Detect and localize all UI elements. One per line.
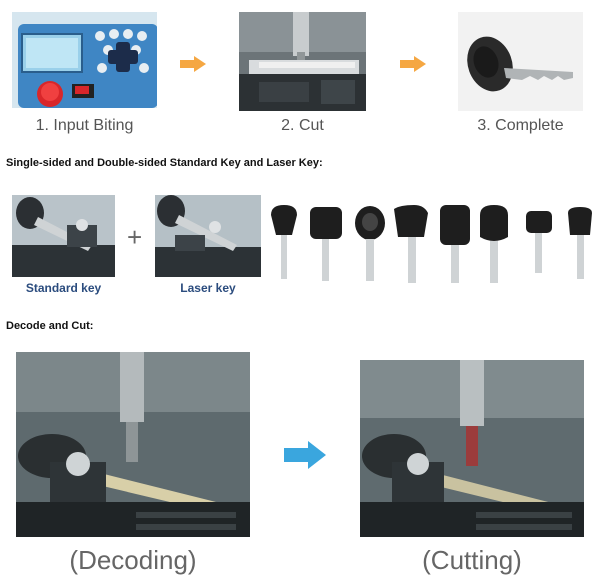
- key-icon: [355, 206, 385, 281]
- key-icon: [271, 205, 297, 279]
- key-icon: [440, 205, 470, 283]
- arrow-icon: [284, 441, 326, 469]
- laser-key-label: Laser key: [180, 281, 236, 295]
- standard-key-label: Standard key: [25, 281, 102, 295]
- laser-key-photo: [155, 195, 261, 277]
- decoding-caption: (Decoding): [69, 545, 197, 575]
- step-label: 3. Complete: [477, 117, 564, 134]
- cutting-caption: (Cutting): [422, 545, 522, 575]
- key-samples: [271, 205, 592, 283]
- standard-key-photo: [12, 195, 115, 277]
- input-biting-photo: [12, 12, 157, 108]
- plus-icon: +: [127, 222, 143, 252]
- key-icon: [310, 207, 342, 281]
- section-heading: Decode and Cut:: [6, 320, 94, 332]
- cutting-photo: [360, 360, 584, 537]
- key-icon: [480, 205, 508, 283]
- arrow-icon: [180, 56, 206, 72]
- decoding-photo: [16, 352, 250, 537]
- step-label: 2. Cut: [281, 117, 324, 134]
- cut-photo: [239, 12, 366, 111]
- complete-key-photo: [458, 12, 583, 111]
- key-icon: [568, 207, 592, 279]
- section-heading: Single-sided and Double-sided Standard K…: [6, 157, 323, 169]
- key-icon: [526, 211, 552, 273]
- step-label: 1. Input Biting: [35, 117, 134, 134]
- key-icon: [394, 205, 428, 283]
- arrow-icon: [400, 56, 426, 72]
